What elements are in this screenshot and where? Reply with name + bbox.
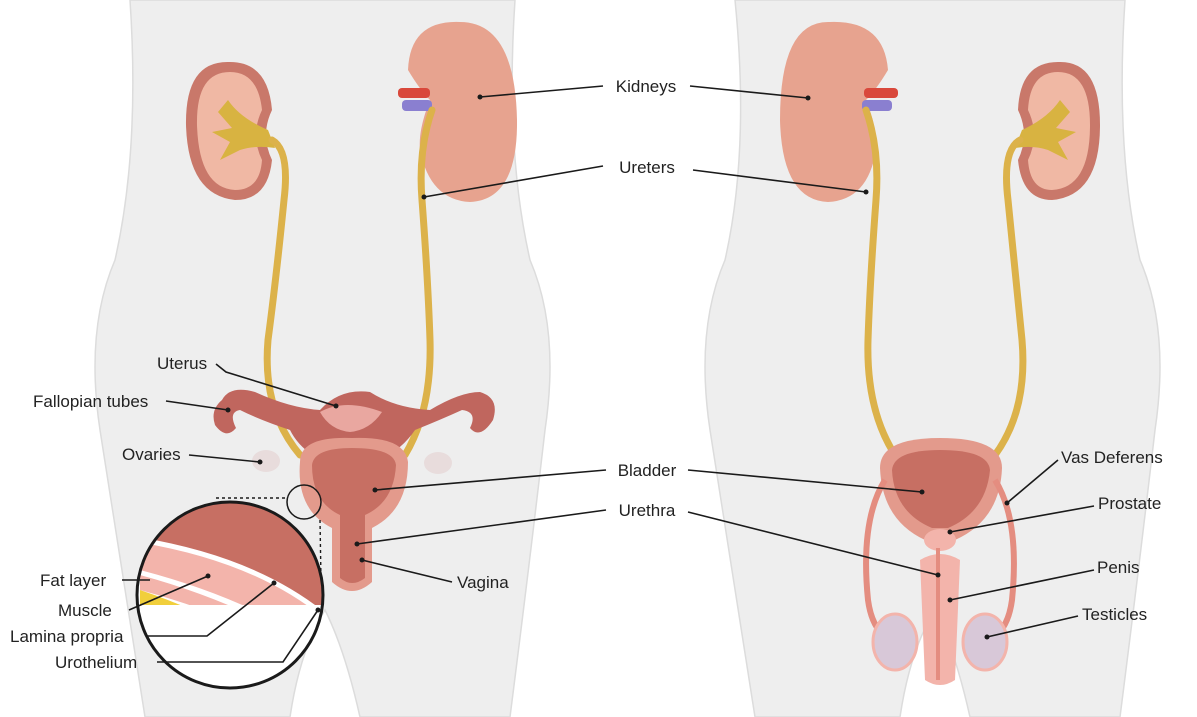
label-urethra: Urethra [619,501,676,520]
label-kidneys: Kidneys [616,77,676,96]
label-muscle: Muscle [58,601,112,620]
label-fallopian-tubes: Fallopian tubes [33,392,148,411]
label-prostate: Prostate [1098,494,1161,513]
ovary-right [424,452,452,474]
label-lamina-propria: Lamina propria [10,627,124,646]
label-ureters: Ureters [619,158,675,177]
label-ovaries: Ovaries [122,445,181,464]
label-fat-layer: Fat layer [40,571,106,590]
label-penis: Penis [1097,558,1140,577]
male-right-kidney [1015,62,1100,200]
testicle-right [963,614,1007,670]
label-vas-deferens: Vas Deferens [1061,448,1163,467]
label-uterus: Uterus [157,354,207,373]
label-bladder: Bladder [618,461,677,480]
label-vagina: Vagina [457,573,509,592]
label-testicles: Testicles [1082,605,1147,624]
label-urothelium: Urothelium [55,653,137,672]
testicle-left [873,614,917,670]
